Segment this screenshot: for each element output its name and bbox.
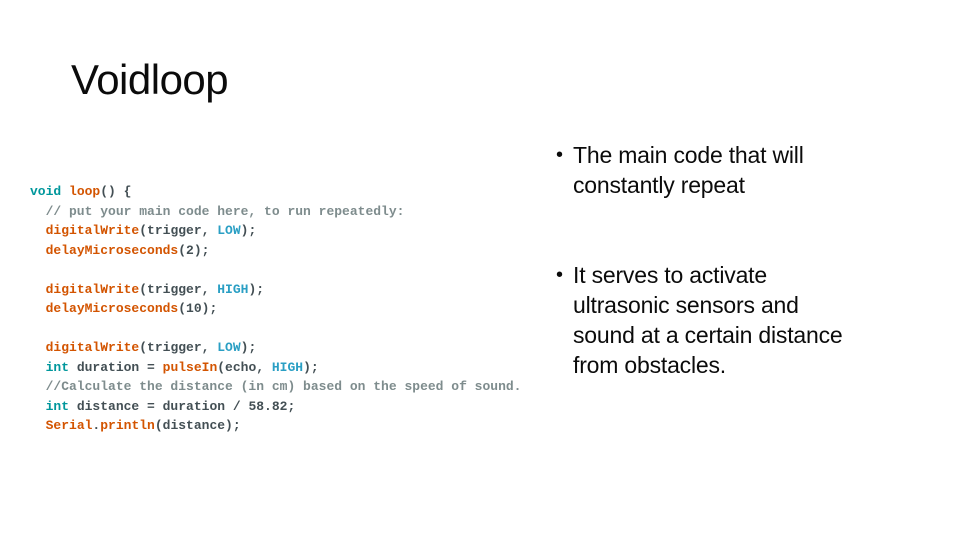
code-token-comment: //Calculate the distance (in cm) based o…: [30, 379, 522, 394]
code-line: digitalWrite(trigger, LOW);: [30, 221, 521, 241]
bullet-text: The main code that will constantly repeat: [573, 140, 906, 200]
code-token-plain: (trigger,: [139, 281, 218, 297]
code-token-plain: );: [240, 340, 257, 355]
code-token-plain: distance = duration / 58.82;: [69, 398, 296, 414]
code-token-plain: );: [303, 359, 319, 375]
code-token-function: Serial: [45, 418, 93, 433]
code-token-plain: );: [248, 281, 265, 297]
code-token-function: delayMicroseconds: [45, 301, 179, 316]
code-token-plain: [30, 282, 46, 297]
bullet-item: • It serves to activate ultrasonic sensors…: [556, 260, 906, 380]
slide-title: Voidloop: [71, 56, 229, 103]
code-line: //Calculate the distance (in cm) based o…: [30, 377, 522, 397]
bullet-text-line: from obstacles.: [573, 352, 726, 378]
code-token-plain: [30, 301, 46, 316]
code-token-plain: [61, 184, 69, 199]
code-token-plain: [30, 340, 46, 355]
code-token-plain: [30, 243, 46, 258]
bullet-marker-icon: •: [556, 144, 564, 166]
code-token-function: pulseIn: [162, 359, 218, 375]
bullet-text-line: It serves to activate: [573, 262, 767, 288]
code-token-function: println: [100, 418, 155, 433]
bullet-text-line: The main code that will: [573, 142, 804, 168]
code-token-plain: () {: [100, 184, 132, 199]
bullet-text-line: sound at a certain distance: [573, 322, 843, 348]
code-snippet: void loop() { // put your main code here…: [30, 182, 521, 436]
code-line: [30, 319, 521, 339]
bullet-item: • The main code that will constantly repea…: [556, 140, 906, 200]
code-line: delayMicroseconds(10);: [30, 299, 521, 319]
code-line: // put your main code here, to run repea…: [30, 202, 521, 222]
code-token-constant: LOW: [217, 223, 241, 238]
code-token-plain: (trigger,: [139, 223, 218, 238]
code-token-function: loop: [69, 184, 101, 199]
bullet-text: It serves to activate ultrasonic sensors …: [573, 260, 906, 380]
code-token-plain: .: [92, 418, 101, 433]
code-token-constant: HIGH: [271, 359, 304, 375]
code-token-keyword: int: [45, 398, 70, 414]
code-line: void loop() {: [30, 182, 521, 202]
code-token-function: digitalWrite: [45, 340, 140, 355]
bullet-text-line: constantly repeat: [573, 172, 745, 198]
code-token-plain: (distance);: [154, 418, 241, 433]
code-token-keyword: int: [45, 359, 70, 375]
bullet-marker-icon: •: [556, 264, 564, 286]
code-line: Serial.println(distance);: [30, 416, 521, 436]
code-token-plain: [30, 399, 46, 414]
code-line: [30, 260, 521, 280]
code-token-plain: [30, 418, 46, 433]
code-line: delayMicroseconds(2);: [30, 241, 521, 261]
code-token-plain: );: [240, 223, 257, 238]
code-line: int duration = pulseIn(echo, HIGH);: [30, 358, 521, 378]
bullet-text-line: ultrasonic sensors and: [573, 292, 799, 318]
code-line: digitalWrite(trigger, HIGH);: [30, 280, 521, 300]
bullet-list: • The main code that will constantly repea…: [556, 140, 906, 380]
code-token-plain: (10);: [178, 301, 218, 316]
code-line: int distance = duration / 58.82;: [30, 397, 521, 417]
code-token-plain: (2);: [178, 242, 210, 258]
code-line: digitalWrite(trigger, LOW);: [30, 338, 521, 358]
code-token-plain: [30, 223, 46, 238]
code-token-plain: (echo,: [217, 359, 272, 375]
code-token-function: digitalWrite: [45, 281, 140, 297]
code-token-constant: LOW: [217, 340, 241, 355]
code-token-comment: // put your main code here, to run repea…: [30, 203, 405, 219]
code-token-function: digitalWrite: [45, 223, 140, 238]
code-token-plain: [30, 360, 46, 375]
code-token-function: delayMicroseconds: [45, 242, 179, 258]
code-token-constant: HIGH: [217, 281, 249, 297]
code-token-keyword: void: [30, 184, 62, 199]
code-token-plain: duration =: [69, 359, 163, 375]
code-token-plain: (trigger,: [139, 340, 218, 355]
